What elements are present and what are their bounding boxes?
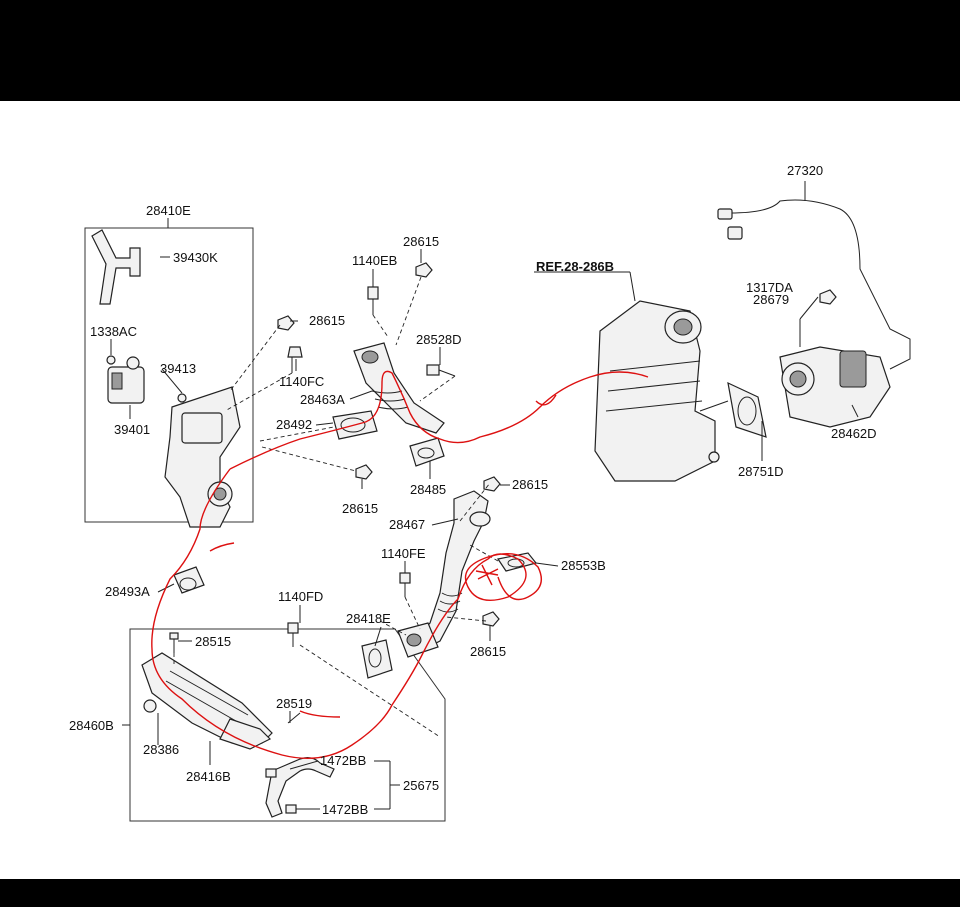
label-1472BB-a: 1472BB: [320, 753, 366, 768]
label-28410E: 28410E: [146, 203, 191, 218]
group-frame-28460B: [129, 628, 446, 822]
gasket-28493A: [173, 566, 205, 594]
bolt-1140FE: [399, 572, 411, 597]
bolt-39413: [177, 393, 187, 403]
label-28463A: 28463A: [300, 392, 345, 407]
nut-28615-b: [415, 262, 433, 278]
parts-diagram-canvas: 28410E 39430K 1338AC 39413 39401 28615 1…: [69, 163, 911, 822]
label-28615-b: 28615: [403, 234, 439, 249]
catalytic-converter-ref: [594, 300, 720, 482]
egr-valve-39401: [107, 356, 145, 404]
group-frame-28410E: [84, 227, 254, 523]
gasket-28485: [409, 437, 445, 467]
o-ring-28386: [143, 699, 157, 713]
label-28418E: 28418E: [346, 611, 391, 626]
label-1317DA: 1317DA: [746, 280, 793, 295]
bolt-28528D: [426, 364, 456, 377]
hose-25675: [265, 757, 335, 818]
label-28386: 28386: [143, 742, 179, 757]
egr-cooler-bracket: [164, 386, 241, 528]
label-1338AC: 1338AC: [90, 324, 137, 339]
label-28615-d: 28615: [512, 477, 548, 492]
red-annotation: [151, 370, 649, 760]
label-28553B: 28553B: [561, 558, 606, 573]
label-28493A: 28493A: [105, 584, 150, 599]
label-39430K: 39430K: [173, 250, 218, 265]
bolt-1140FC: [287, 346, 303, 373]
egr-cooler-28460B: [141, 652, 273, 750]
bolt-1140EB: [367, 286, 379, 315]
label-28519: 28519: [276, 696, 312, 711]
label-1140FC: 1140FC: [279, 374, 324, 389]
label-27320: 27320: [787, 163, 823, 178]
label-1140FD: 1140FD: [278, 589, 323, 604]
egr-hose-39430K: [91, 229, 141, 305]
label-39413: 39413: [160, 361, 196, 376]
egr-actuator-28462D: [779, 346, 891, 428]
label-1140FE: 1140FE: [381, 546, 426, 561]
nut-1317DA: [819, 289, 837, 305]
label-28679: 28679: [753, 292, 789, 307]
label-1140EB: 1140EB: [352, 253, 397, 268]
label-39401: 39401: [114, 422, 150, 437]
label-28751D: 28751D: [738, 464, 784, 479]
label-28485: 28485: [410, 482, 446, 497]
label-28515: 28515: [195, 634, 231, 649]
label-28615-a: 28615: [309, 313, 345, 328]
wiring-harness-27320: [717, 199, 911, 370]
bolt-1338AC: [106, 355, 116, 365]
gasket-28751D: [727, 381, 767, 438]
label-28416B: 28416B: [186, 769, 231, 784]
label-28615-c: 28615: [342, 501, 378, 516]
flange-28467-lower: [397, 622, 439, 658]
label-28467: 28467: [389, 517, 425, 532]
label-28460B: 28460B: [69, 718, 114, 733]
nut-28615-d: [483, 476, 501, 492]
part-labels: 28410E 39430K 1338AC 39413 39401 28615 1…: [69, 163, 877, 817]
label-1472BB-b: 1472BB: [322, 802, 368, 817]
label-28615-e: 28615: [470, 644, 506, 659]
label-28462D: 28462D: [831, 426, 877, 441]
nut-28615-c: [355, 464, 373, 480]
gasket-28553B: [497, 552, 538, 572]
nut-28615-e: [482, 611, 500, 627]
nut-28615-a: [277, 315, 295, 331]
label-28492: 28492: [276, 417, 312, 432]
parts-diagram: 28410E 39430K 1338AC 39413 39401 28615 1…: [0, 101, 960, 879]
bolt-1140FD: [287, 622, 299, 647]
label-ref-28-286B: REF.28-286B: [536, 259, 614, 274]
egr-pipe-28467: [413, 490, 491, 652]
label-25675: 25675: [403, 778, 439, 793]
stud-28515: [169, 632, 179, 653]
gasket-28418E: [361, 639, 393, 679]
label-28528D: 28528D: [416, 332, 462, 347]
leader-lines: [110, 181, 859, 810]
